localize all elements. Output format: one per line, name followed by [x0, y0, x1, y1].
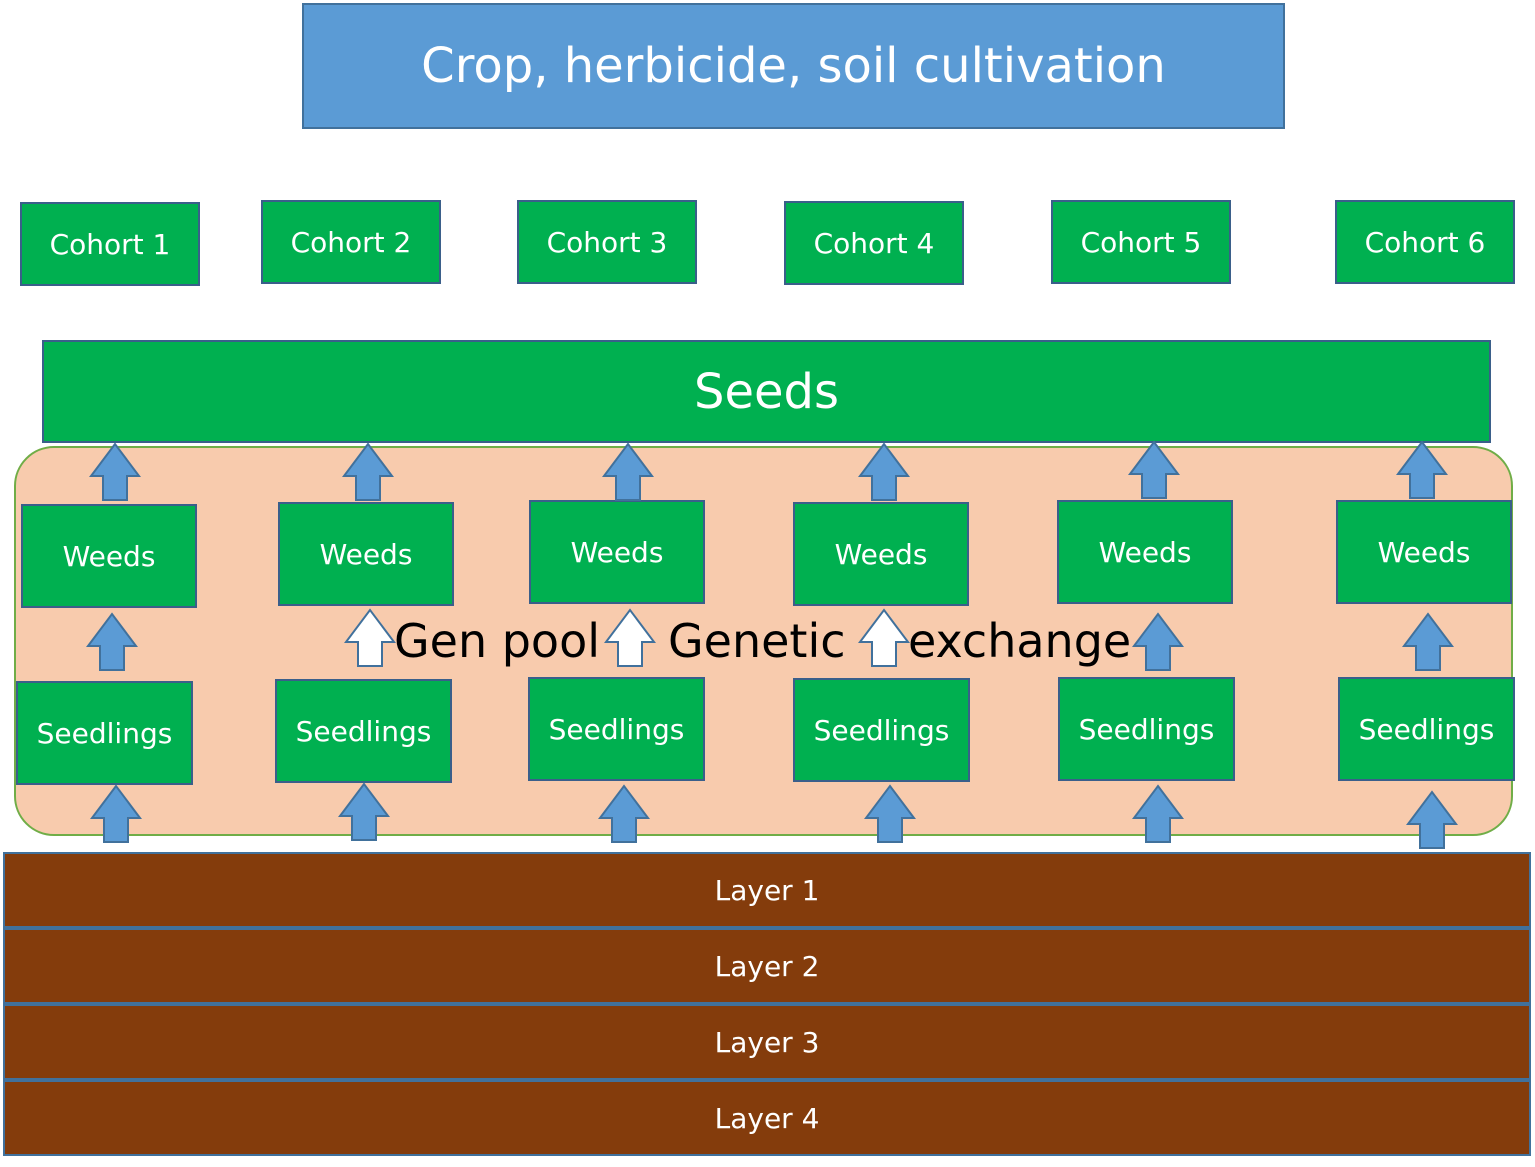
- seedlings-box-1: Seedlings: [16, 681, 193, 785]
- arrow-weeds-to-seeds-1: [90, 443, 140, 501]
- weeds-box-3: Weeds: [529, 500, 705, 604]
- gene-pool-region: [14, 446, 1513, 836]
- seedlings-box-3: Seedlings: [528, 677, 705, 781]
- arrow-genetic-exchange-3: [605, 609, 655, 667]
- seedlings-box-6: Seedlings: [1338, 677, 1515, 781]
- cohort-5-box: Cohort 5: [1051, 200, 1231, 284]
- cohort-6-box: Cohort 6: [1335, 200, 1515, 284]
- weeds-box-5: Weeds: [1057, 500, 1233, 604]
- cohort-4-box: Cohort 4: [784, 201, 964, 285]
- arrow-weeds-to-seeds-3: [603, 443, 653, 501]
- cohort-1-box: Cohort 1: [20, 202, 200, 286]
- arrow-seedlings-to-weeds-1: [87, 613, 137, 671]
- arrow-genetic-exchange-2: [345, 609, 395, 667]
- seedlings-box-5: Seedlings: [1058, 677, 1235, 781]
- weeds-box-4: Weeds: [793, 502, 969, 606]
- cohort-2-box: Cohort 2: [261, 200, 441, 284]
- arrow-weeds-to-seeds-4: [859, 443, 909, 501]
- arrow-weeds-to-seeds-5: [1129, 441, 1179, 499]
- exchange-label: exchange: [908, 614, 1132, 668]
- gen-pool-label: Gen pool: [394, 614, 600, 668]
- soil-layer-1: Layer 1: [3, 852, 1531, 928]
- seedlings-box-2: Seedlings: [275, 679, 452, 783]
- seeds-bar: Seeds: [42, 340, 1491, 443]
- arrow-soil-to-seedlings-1: [91, 785, 141, 843]
- arrow-soil-to-seedlings-2: [339, 783, 389, 841]
- genetic-label: Genetic: [668, 614, 846, 668]
- soil-layer-2: Layer 2: [3, 928, 1531, 1004]
- arrow-weeds-to-seeds-2: [343, 443, 393, 501]
- arrow-soil-to-seedlings-3: [599, 785, 649, 843]
- soil-layer-3: Layer 3: [3, 1004, 1531, 1080]
- seedlings-box-4: Seedlings: [793, 678, 970, 782]
- management-header: Crop, herbicide, soil cultivation: [302, 3, 1285, 129]
- weeds-box-2: Weeds: [278, 502, 454, 606]
- soil-layer-4: Layer 4: [3, 1080, 1531, 1156]
- arrow-soil-to-seedlings-5: [1133, 785, 1183, 843]
- cohort-3-box: Cohort 3: [517, 200, 697, 284]
- arrow-soil-to-seedlings-6: [1407, 791, 1457, 849]
- arrow-seedlings-to-weeds-6: [1403, 613, 1453, 671]
- arrow-weeds-to-seeds-6: [1397, 441, 1447, 499]
- weeds-box-1: Weeds: [21, 504, 197, 608]
- arrow-seedlings-to-weeds-5: [1133, 613, 1183, 671]
- weeds-box-6: Weeds: [1336, 500, 1512, 604]
- arrow-genetic-exchange-4: [859, 609, 909, 667]
- arrow-soil-to-seedlings-4: [865, 785, 915, 843]
